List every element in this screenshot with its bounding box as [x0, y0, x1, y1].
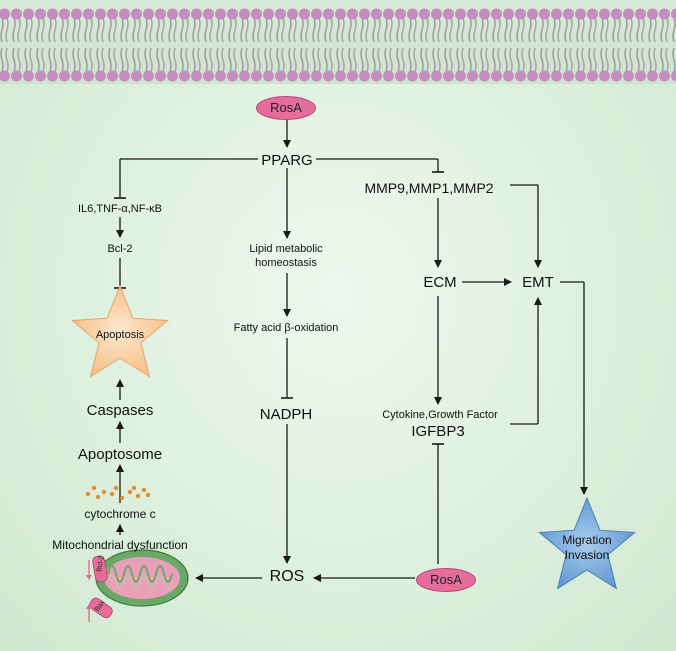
- apoptosis-star: [71, 284, 169, 378]
- mitochondrion-icon: Bcl-2 Bax: [86, 549, 189, 622]
- apoptosome-node: Apoptosome: [77, 446, 163, 463]
- lipid-metabolic-node-line1: Lipid metabolic: [249, 243, 323, 255]
- apoptosis-label: Apoptosis: [95, 329, 145, 341]
- rosa-bottom-node: RosA: [416, 568, 476, 592]
- mmp-node: MMP9,MMP1,MMP2: [364, 180, 494, 196]
- nadph-node: NADPH: [259, 406, 313, 423]
- invasion-label: Invasion: [564, 548, 610, 562]
- emt-node: EMT: [522, 274, 554, 291]
- cytochrome-c-particles: [85, 485, 151, 501]
- migration-label: Migration: [562, 533, 612, 547]
- fatty-acid-oxidation-node: Fatty acid β-oxidation: [233, 322, 339, 334]
- lipid-metabolic-node-line2: homeostasis: [255, 257, 317, 269]
- ros-node: ROS: [269, 568, 305, 585]
- caspases-node: Caspases: [86, 402, 154, 419]
- igfbp3-node: IGFBP3: [411, 423, 465, 440]
- mitochondrial-dysfunction-node: Mitochondrial dysfunction: [52, 538, 188, 552]
- pparg-node: PPARG: [261, 152, 313, 169]
- inflammation-node: IL6,TNF-α,NF-κB: [78, 203, 162, 215]
- cytochrome-c-node: cytochrome c: [84, 507, 156, 521]
- cell-membrane: [0, 0, 676, 84]
- ecm-node: ECM: [423, 274, 457, 291]
- bcl2-node: Bcl-2: [107, 243, 133, 255]
- pathway-connectors: [114, 120, 588, 582]
- mito-bcl2-label: Bcl-2: [96, 555, 106, 572]
- cytokine-growth-factor-node: Cytokine,Growth Factor: [382, 409, 498, 421]
- rosa-top-node: RosA: [256, 96, 316, 120]
- migration-star: [538, 496, 636, 590]
